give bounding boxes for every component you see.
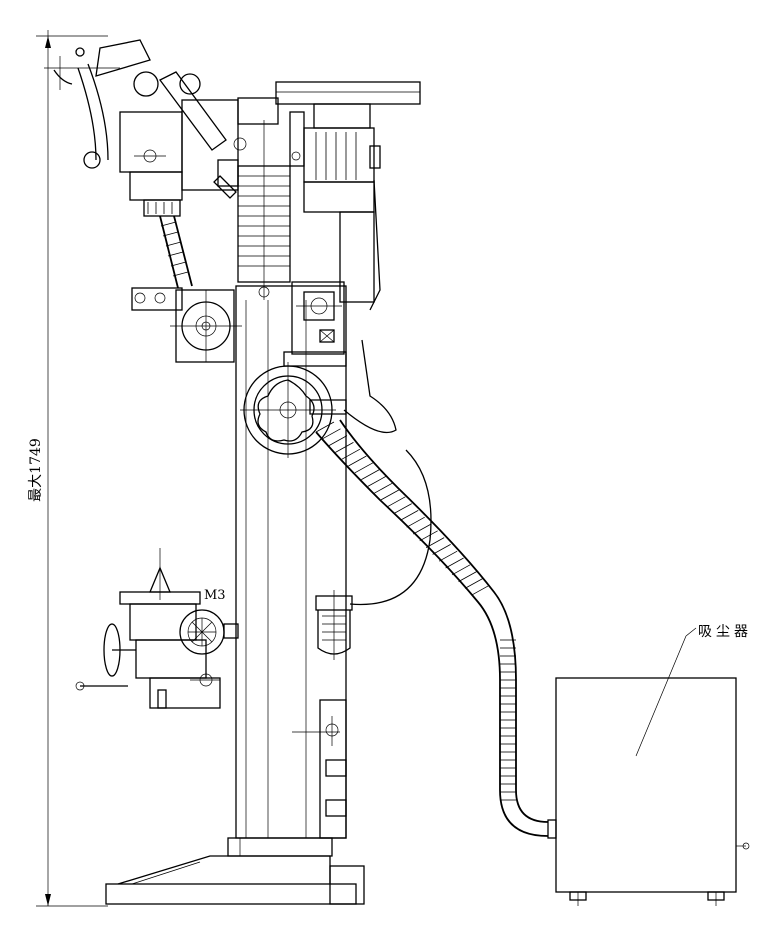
hose-rib <box>445 557 464 569</box>
machine-base <box>105 837 365 905</box>
hose-rib <box>451 564 471 576</box>
hose-rib <box>315 421 335 433</box>
bellows-column <box>237 120 291 300</box>
column-side-housing <box>283 281 347 415</box>
hose-rib <box>328 435 348 446</box>
hose-rib <box>419 530 438 542</box>
cable <box>349 449 432 606</box>
hose-rib <box>393 503 412 514</box>
middle-slide-assembly <box>131 287 242 363</box>
hose-rib <box>348 455 367 467</box>
upper-grinding-head <box>44 39 305 217</box>
hose-rib <box>413 523 432 535</box>
height-dimension-label: 最大1749 <box>28 438 44 502</box>
hose-rib <box>438 550 458 562</box>
hose-rib <box>341 448 361 460</box>
hose-rib <box>367 476 387 487</box>
hose-rib <box>361 469 380 480</box>
hose-rib <box>464 578 484 589</box>
hose-rib <box>406 516 425 528</box>
hose-rib <box>432 544 451 555</box>
height-dimension: 最大1749 <box>28 30 108 907</box>
hose-rib <box>374 482 393 494</box>
hose-rib <box>387 496 406 508</box>
exhaust-hose <box>315 339 549 837</box>
hose-rib <box>471 584 490 596</box>
hose-rib <box>400 510 419 521</box>
hose-rib <box>458 571 477 582</box>
head-hose <box>159 215 193 289</box>
hose-rib <box>322 428 341 440</box>
column-handwheel <box>240 362 336 458</box>
dust-cup <box>315 590 353 660</box>
hose-rib <box>380 489 399 501</box>
taper-label: M3 <box>204 588 226 603</box>
dust-collector: 吸尘器 <box>547 624 752 906</box>
main-column <box>235 285 347 839</box>
collector-label: 吸尘器 <box>698 624 752 640</box>
lower-work-head: M3 <box>75 548 239 709</box>
hose-rib <box>425 537 445 548</box>
motor <box>275 81 421 311</box>
hose-rib <box>354 462 374 474</box>
hose-rib <box>335 442 354 453</box>
